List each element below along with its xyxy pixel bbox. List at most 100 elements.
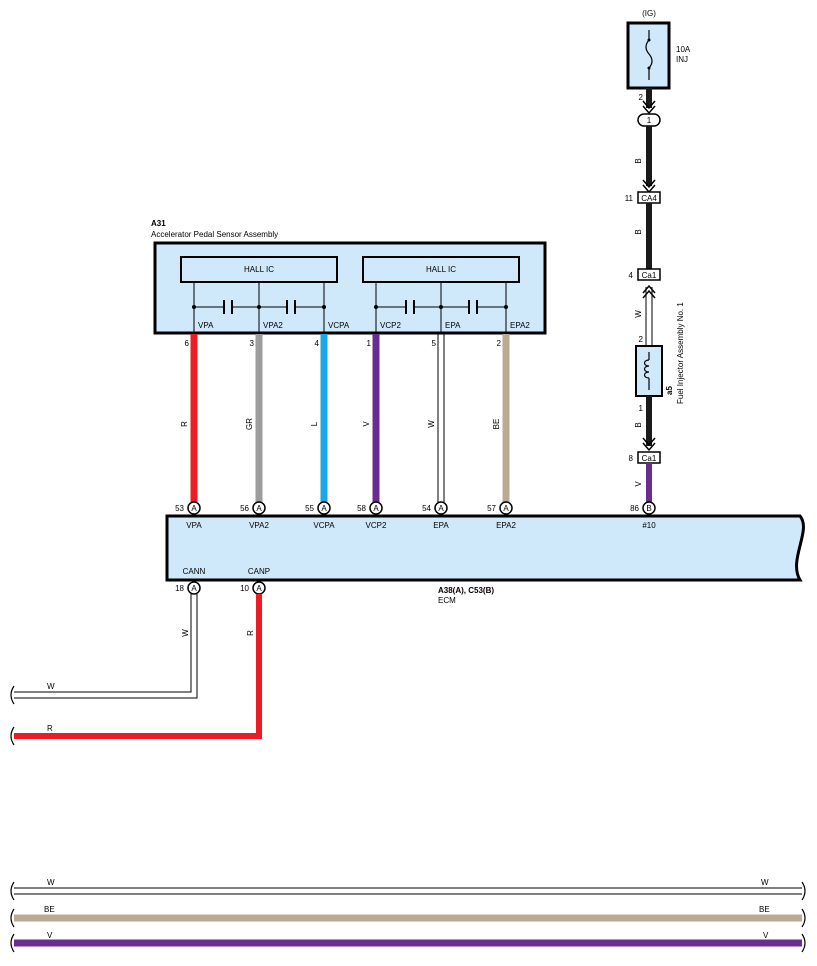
fuse-symbol-icon [645, 30, 653, 80]
sensor-terminal-epa: EPA [445, 321, 461, 330]
svg-text:55: 55 [305, 504, 314, 513]
sensor-terminal-vcp2: VCP2 [380, 321, 401, 330]
sensor-terminal-epa2: EPA2 [510, 321, 530, 330]
svg-text:EPA2: EPA2 [496, 521, 516, 530]
svg-text:CA4: CA4 [641, 194, 657, 203]
break-icon [10, 685, 15, 705]
wire-canp [14, 594, 262, 739]
svg-text:58: 58 [357, 504, 366, 513]
ecm-name: ECM [438, 596, 456, 605]
svg-text:1: 1 [367, 339, 372, 348]
svg-text:4: 4 [629, 271, 634, 280]
svg-text:BE: BE [492, 419, 501, 430]
sensor-id: A31 [151, 219, 166, 228]
svg-text:EPA: EPA [433, 521, 449, 530]
svg-text:V: V [47, 931, 53, 940]
ecm-pin-vpa: 53 A VPA [175, 501, 202, 530]
svg-text:8: 8 [629, 454, 634, 463]
svg-text:W: W [47, 878, 55, 887]
svg-text:B: B [646, 504, 651, 513]
svg-text:VCP2: VCP2 [366, 521, 387, 530]
bus-wires: W W BE BE V V [10, 878, 806, 953]
svg-text:VPA: VPA [186, 521, 202, 530]
svg-text:HALL IC: HALL IC [244, 265, 274, 274]
fuse-inj: (IG) 10A INJ 2 [626, 9, 691, 102]
sensor-terminal-vpa: VPA [198, 321, 214, 330]
svg-text:5: 5 [432, 339, 437, 348]
svg-text:R: R [246, 630, 255, 636]
fuse-name: INJ [676, 55, 688, 64]
fuse-rating: 10A [676, 45, 691, 54]
svg-text:R: R [180, 421, 189, 427]
svg-text:54: 54 [422, 504, 431, 513]
hall-ic-1 [180, 256, 338, 283]
ecm-terminal-canp: CANP [248, 567, 270, 576]
capacitor-icons [223, 300, 478, 314]
fuse-supply-label: (IG) [642, 9, 656, 18]
svg-text:L: L [310, 421, 319, 426]
svg-text:A: A [191, 584, 197, 593]
svg-text:BE: BE [44, 905, 55, 914]
ecm-pin-vcp2: 58 A VCP2 [357, 501, 387, 530]
ecm-id: A38(A), C53(B) [438, 586, 494, 595]
break-icon [10, 881, 806, 953]
ecm-box [165, 514, 805, 582]
wire-code-v: V [634, 481, 643, 487]
sensor-wires: 6 R 3 GR 4 L 1 V 5 W 2 BE [180, 334, 510, 502]
wire-code-b3: B [634, 422, 643, 427]
svg-text:VCPA: VCPA [313, 521, 335, 530]
svg-text:3: 3 [250, 339, 255, 348]
svg-text:GR: GR [245, 418, 254, 430]
svg-text:2: 2 [639, 335, 644, 344]
svg-text:A: A [373, 504, 379, 513]
svg-text:W: W [181, 629, 190, 637]
sensor-terminal-vcpa: VCPA [328, 321, 350, 330]
injector-id: a5 [665, 386, 674, 395]
svg-text:A: A [256, 584, 262, 593]
wire-code-b1: B [634, 158, 643, 163]
ecm-pin-vpa2: 56 A VPA2 [240, 501, 269, 530]
ecm-pin-epa2: 57 A EPA2 [487, 501, 516, 530]
ecm-pin-canp: 10 A [240, 581, 266, 595]
svg-text:53: 53 [175, 504, 184, 513]
hall-ic-2 [362, 256, 520, 283]
svg-text:18: 18 [175, 584, 184, 593]
svg-text:6: 6 [185, 339, 190, 348]
ecm-terminal-cann: CANN [183, 567, 206, 576]
svg-text:4: 4 [315, 339, 320, 348]
sensor-a31: A31 Accelerator Pedal Sensor Assembly HA… [151, 219, 547, 335]
ecm-pin-vcpa: 55 A VCPA [305, 501, 335, 530]
ecm-pin-epa: 54 A EPA [422, 501, 449, 530]
svg-text:A: A [321, 504, 327, 513]
connector-ca1-top [637, 268, 661, 281]
sensor-terminal-vpa2: VPA2 [263, 321, 283, 330]
ecm-pin-cann: 18 A [175, 581, 201, 595]
svg-text:A: A [503, 504, 509, 513]
svg-text:A: A [256, 504, 262, 513]
svg-text:A: A [438, 504, 444, 513]
svg-text:V: V [763, 931, 769, 940]
svg-text:11: 11 [625, 194, 634, 203]
svg-text:V: V [362, 421, 371, 427]
svg-text:W: W [761, 878, 769, 887]
fuse-pin: 2 [639, 93, 644, 102]
svg-text:#10: #10 [642, 521, 656, 530]
injector-name: Fuel Injector Assembly No. 1 [676, 302, 685, 404]
offpage-label-r: R [47, 724, 53, 733]
offpage-label-w: W [47, 682, 55, 691]
svg-text:HALL IC: HALL IC [426, 265, 456, 274]
svg-text:10: 10 [240, 584, 249, 593]
break-icon [10, 726, 15, 746]
svg-text:56: 56 [240, 504, 249, 513]
svg-text:1: 1 [639, 404, 644, 413]
svg-text:BE: BE [759, 905, 770, 914]
injector-coil-icon [643, 352, 650, 390]
svg-text:Ca1: Ca1 [642, 454, 657, 463]
svg-text:2: 2 [497, 339, 502, 348]
ecm: 53 A VPA 56 A VPA2 55 A VCPA 58 A VCP2 5… [165, 501, 805, 605]
svg-text:Ca1: Ca1 [642, 271, 657, 280]
injector-circuit: 1 B CA4 11 B Ca1 4 W 2 a5 Fuel Injector … [625, 88, 685, 503]
svg-text:VPA2: VPA2 [249, 521, 269, 530]
svg-text:57: 57 [487, 504, 496, 513]
